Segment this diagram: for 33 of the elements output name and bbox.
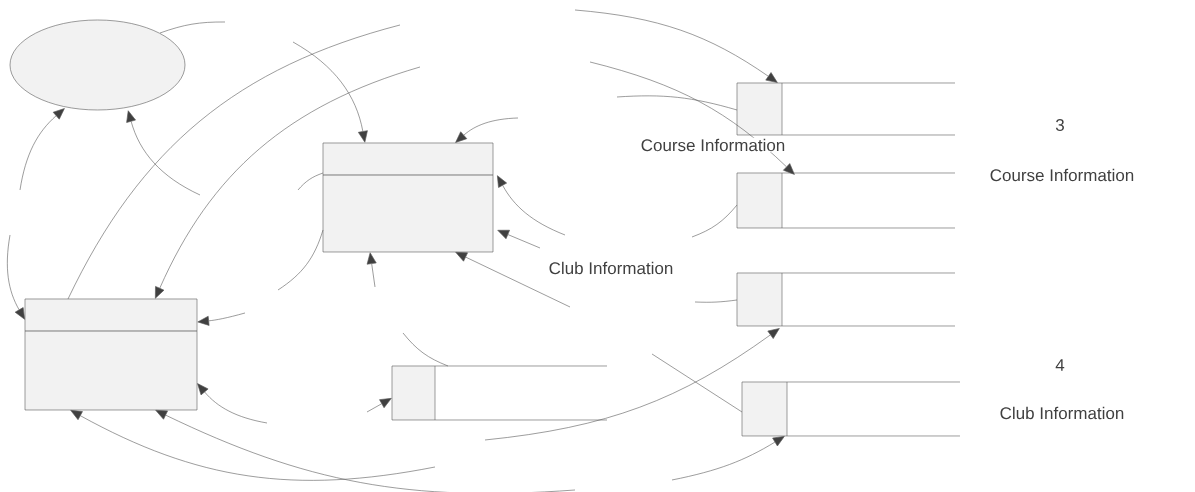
entity-ellipse xyxy=(9,19,186,111)
flow-label: Club Information xyxy=(547,260,675,276)
arrow xyxy=(497,229,541,249)
arrow xyxy=(155,410,576,492)
arrow xyxy=(366,252,377,288)
arrow xyxy=(484,328,780,441)
arrow xyxy=(197,383,268,424)
arrow xyxy=(589,61,795,175)
arrow xyxy=(574,9,778,83)
process-box xyxy=(322,142,494,253)
arrow xyxy=(497,175,566,236)
data-store xyxy=(736,82,956,136)
store-number: 4 xyxy=(1054,358,1066,372)
arrow xyxy=(455,117,519,143)
arrow xyxy=(292,41,368,143)
flow-label: Course Information xyxy=(639,137,787,153)
arrow xyxy=(155,66,421,299)
arrow xyxy=(126,110,201,196)
arrow xyxy=(19,108,65,191)
arrow xyxy=(366,398,392,413)
data-store xyxy=(391,365,608,421)
arrow xyxy=(7,234,25,320)
store-name: Course Information xyxy=(988,167,1136,183)
arrow xyxy=(671,436,785,481)
data-store xyxy=(736,172,956,229)
arrow xyxy=(455,252,571,308)
process-box xyxy=(24,298,198,411)
data-store xyxy=(736,272,956,327)
store-name: Club Information xyxy=(998,405,1126,421)
arrow xyxy=(70,410,436,481)
data-store xyxy=(741,381,961,437)
arrow xyxy=(197,312,246,326)
store-number: 3 xyxy=(1054,117,1066,132)
